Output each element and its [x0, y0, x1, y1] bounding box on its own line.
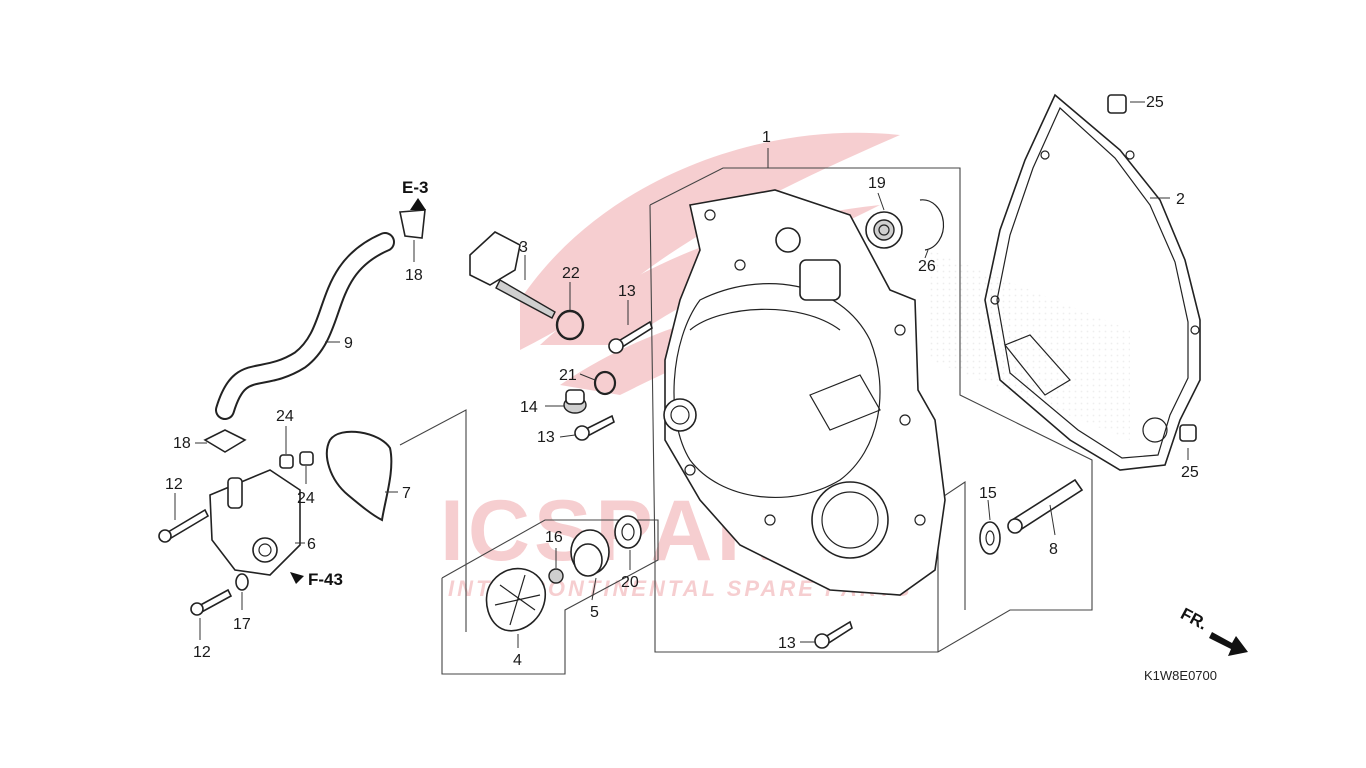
- callout-4: 4: [513, 652, 522, 669]
- direction-label: FR.: [1178, 604, 1211, 634]
- callout-12-lower: 12: [193, 644, 211, 661]
- cover-gasket: [984, 93, 1201, 471]
- callout-14: 14: [520, 399, 538, 416]
- callout-19: 19: [868, 175, 886, 192]
- front-direction-indicator: FR.: [1178, 604, 1248, 656]
- callout-13-middle: 13: [537, 429, 555, 446]
- small-seals: [555, 309, 617, 414]
- callout-5: 5: [590, 604, 599, 621]
- callout-25-upper: 25: [1146, 94, 1164, 111]
- drawing-code: K1W8E0700: [1144, 668, 1217, 683]
- right-crankcase-cover: [663, 189, 946, 596]
- oil-filler-cap: [469, 231, 556, 319]
- callout-7: 7: [402, 485, 411, 502]
- outline-pump-side: [399, 409, 467, 632]
- callout-25-lower: 25: [1181, 464, 1199, 481]
- callout-22: 22: [562, 265, 580, 282]
- callout-13-top: 13: [618, 283, 636, 300]
- reference-f43-arrow: [290, 572, 304, 584]
- callout-18-lower: 18: [173, 435, 191, 452]
- callout-21: 21: [559, 367, 577, 384]
- callout-9: 9: [344, 335, 353, 352]
- outline-pump-assembly: [441, 519, 659, 675]
- leader-lines: [174, 101, 1189, 648]
- callout-15: 15: [979, 485, 997, 502]
- callout-16: 16: [545, 529, 563, 546]
- assembly-outlines: [399, 167, 1093, 675]
- seal-and-pump-shaft: [979, 478, 1084, 555]
- callout-12-upper: 12: [165, 476, 183, 493]
- direction-arrow-icon: [1209, 632, 1248, 656]
- water-pump-cover: [158, 451, 314, 616]
- callout-labels: 1 2 3 4 5 6 7 8 9 12 12 13 13 13 14 15 1…: [165, 94, 1199, 669]
- callout-20: 20: [621, 574, 639, 591]
- callout-2: 2: [1176, 191, 1185, 208]
- reference-e3-arrow: [410, 198, 426, 210]
- callout-17: 17: [233, 616, 251, 633]
- callout-18-upper: 18: [405, 267, 423, 284]
- impeller-and-seals: [485, 515, 642, 632]
- reference-labels: E-3 F-43: [290, 178, 428, 589]
- pump-gasket: [325, 430, 393, 522]
- callout-13-bottom: 13: [778, 635, 796, 652]
- flange-bolts: [574, 320, 853, 649]
- outline-right-side: [937, 480, 966, 652]
- callout-26: 26: [918, 258, 936, 275]
- callout-24-upper: 24: [276, 408, 294, 425]
- callout-6: 6: [307, 536, 316, 553]
- callout-1: 1: [762, 129, 771, 146]
- reference-e3: E-3: [402, 178, 428, 197]
- reference-f43: F-43: [308, 570, 343, 589]
- water-hose: [203, 209, 426, 453]
- callout-8: 8: [1049, 541, 1058, 558]
- outline-cover-assembly: [649, 167, 1093, 653]
- callout-3: 3: [519, 239, 528, 256]
- callout-24-lower: 24: [297, 490, 315, 507]
- dowel-pins: [1107, 94, 1197, 442]
- bearing-and-circlip: [865, 199, 945, 251]
